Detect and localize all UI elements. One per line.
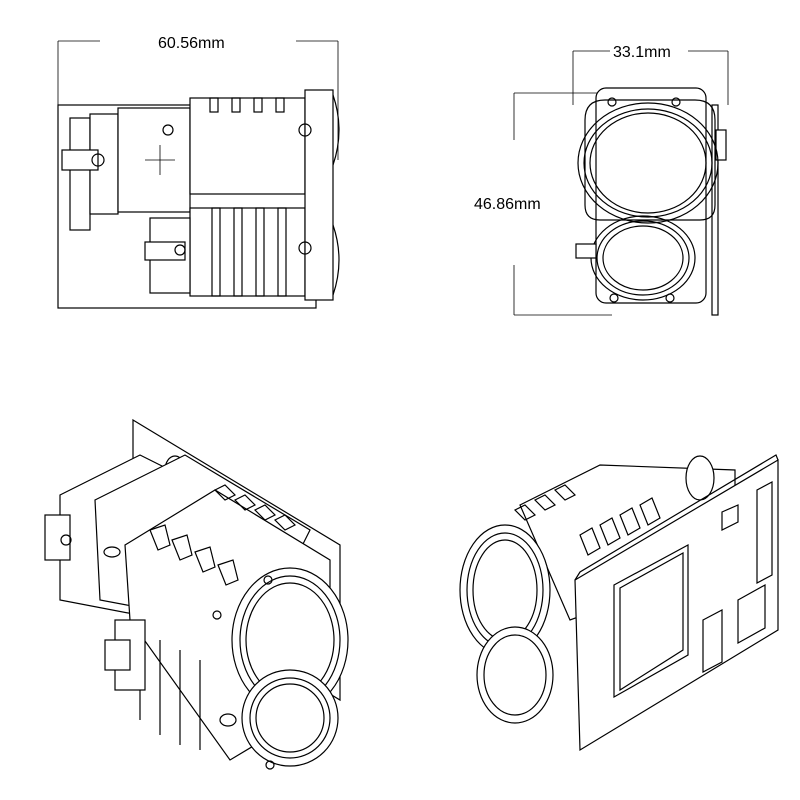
width-dimension-label: 60.56mm — [158, 35, 225, 52]
heat-fins — [513, 484, 661, 556]
isometric-front-view — [44, 418, 349, 770]
lens-spacing-dimension-label: 33.1mm — [613, 44, 671, 61]
heat-fins — [209, 97, 287, 297]
side-view: 60.56mm — [57, 35, 340, 309]
height-dimension-label: 46.86mm — [474, 196, 541, 213]
isometric-rear-view — [459, 454, 779, 752]
front-view: 33.1mm 46.86mm — [474, 44, 729, 316]
